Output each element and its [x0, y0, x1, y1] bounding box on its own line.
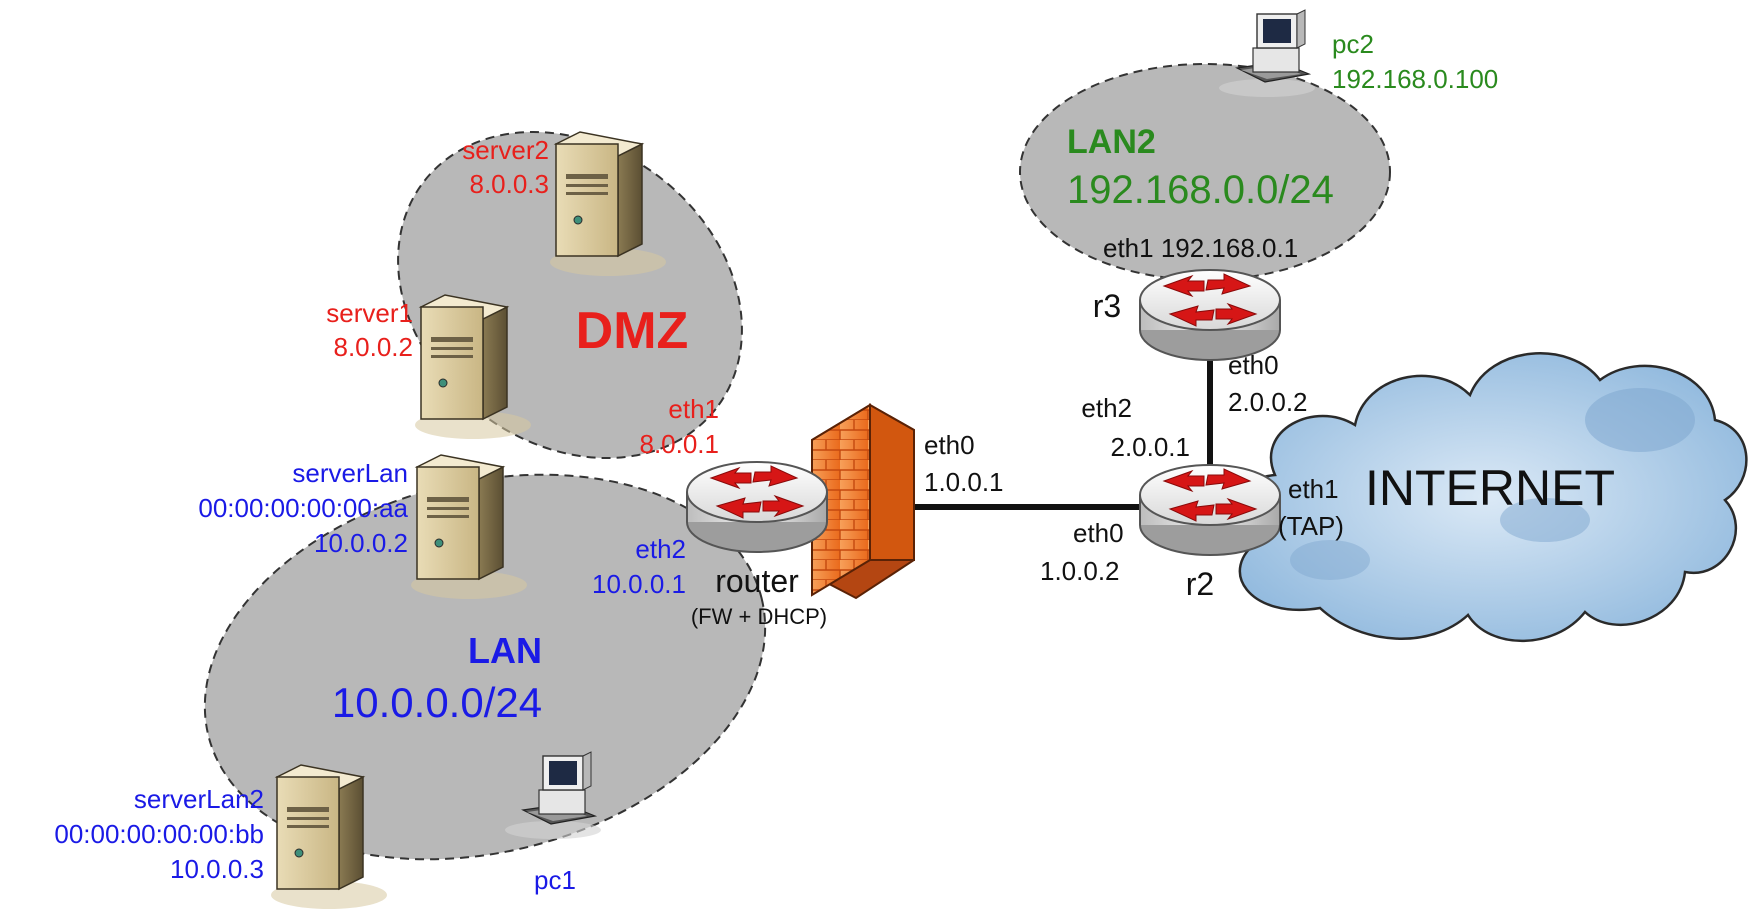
r2-router-icon — [1139, 464, 1281, 556]
r3-router-icon — [1139, 269, 1281, 361]
lan-subnet: 10.0.0.0/24 — [332, 679, 542, 726]
router-name: router — [715, 563, 799, 599]
serverLan-mac: 00:00:00:00:00:aa — [198, 493, 408, 523]
r2-eth2-ip: 2.0.0.1 — [1110, 432, 1190, 462]
router-eth1-name: eth1 — [668, 394, 719, 424]
lan2-subnet: 192.168.0.0/24 — [1067, 168, 1334, 212]
firewall-icon — [811, 403, 915, 600]
pc2-name: pc2 — [1332, 29, 1374, 59]
router-icon — [686, 461, 828, 553]
router-eth2-name: eth2 — [635, 534, 686, 564]
dmz-zone — [397, 130, 743, 460]
r3-eth0-ip: 2.0.0.2 — [1228, 387, 1308, 417]
serverLan-ip: 10.0.0.2 — [314, 528, 408, 558]
pc1-name: pc1 — [534, 865, 576, 895]
router-eth0-name: eth0 — [924, 430, 975, 460]
pc2-icon — [1218, 9, 1316, 98]
router-eth2-ip: 10.0.0.1 — [592, 569, 686, 599]
lan-label: LAN — [468, 630, 542, 671]
serverLan-name: serverLan — [292, 458, 408, 488]
r2-eth0-ip: 1.0.0.2 — [1040, 556, 1120, 586]
internet-label: INTERNET — [1365, 460, 1615, 516]
lan2-zone — [1019, 63, 1391, 281]
dmz-label: DMZ — [576, 302, 689, 360]
pc2-ip: 192.168.0.100 — [1332, 64, 1498, 94]
r2-eth1-name: eth1 — [1288, 474, 1339, 504]
r3-eth1-label: eth1 192.168.0.1 — [1103, 233, 1298, 263]
internet-cloud-icon — [1228, 352, 1748, 643]
router-role: (FW + DHCP) — [691, 604, 827, 629]
server1-name: server1 — [326, 298, 413, 328]
r2-eth1-note: (TAP) — [1278, 511, 1344, 541]
lan2-label: LAN2 — [1067, 123, 1156, 161]
lan-zone — [203, 473, 767, 861]
server2-name: server2 — [462, 135, 549, 165]
serverLan2-ip: 10.0.0.3 — [170, 854, 264, 884]
serverLan2-name: serverLan2 — [134, 784, 264, 814]
serverLan2-mac: 00:00:00:00:00:bb — [54, 819, 264, 849]
r2-eth0-name: eth0 — [1073, 518, 1124, 548]
router-eth1-ip: 8.0.0.1 — [639, 429, 719, 459]
server2-ip: 8.0.0.3 — [469, 169, 549, 199]
r3-eth0-name: eth0 — [1228, 350, 1279, 380]
r2-eth2-name: eth2 — [1081, 393, 1132, 423]
r2-name: r2 — [1186, 566, 1214, 602]
r3-name: r3 — [1093, 288, 1121, 324]
router-eth0-ip: 1.0.0.1 — [924, 467, 1004, 497]
server1-ip: 8.0.0.2 — [333, 332, 413, 362]
